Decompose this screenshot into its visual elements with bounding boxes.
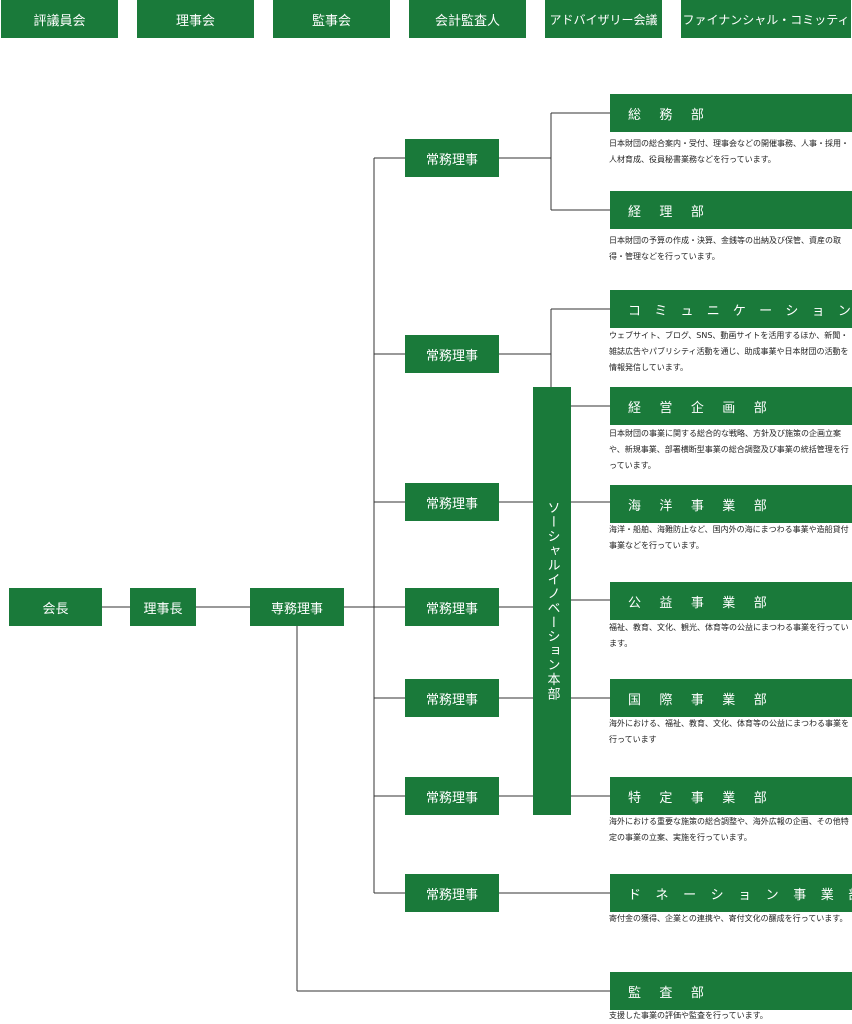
dept-corporate-planning-desc: 日本財団の事業に関する総合的な戦略、方針及び施策の企画立案や、新規事業、部署横断… bbox=[609, 429, 849, 470]
dept-audit: 監 査 部 bbox=[610, 972, 852, 1010]
managing-director-box: 常務理事 bbox=[405, 139, 499, 177]
committee-hyogiinkai: 評議員会 bbox=[1, 0, 118, 38]
dept-accounting: 経 理 部 bbox=[610, 191, 852, 229]
dept-accounting-desc: 日本財団の予算の作成・決算、金銭等の出納及び保管、資産の取得・管理などを行ってい… bbox=[609, 236, 841, 261]
committee-kanjikai: 監事会 bbox=[273, 0, 390, 38]
dept-communication: コ ミ ュ ニ ケ ー シ ョ ン 部 bbox=[610, 290, 852, 328]
social-innovation-hq-box: ソーシャルイノベーション本部 bbox=[533, 387, 571, 815]
dept-maritime-desc: 海洋・船舶、海難防止など、国内外の海にまつわる事業や造船貸付事業などを行っていま… bbox=[609, 525, 849, 550]
dept-special-projects: 特 定 事 業 部 bbox=[610, 777, 852, 815]
dept-public-interest: 公 益 事 業 部 bbox=[610, 582, 852, 620]
dept-donation: ド ネ ー シ ョ ン 事 業 部 bbox=[610, 874, 852, 912]
dept-special-projects-desc: 海外における重要な施策の総合調整や、海外広報の企画、その他特定の事業の立案、実施… bbox=[609, 817, 849, 842]
committee-rijikai: 理事会 bbox=[137, 0, 254, 38]
chairman-box: 会長 bbox=[9, 588, 102, 626]
committee-advisory: アドバイザリー会議 bbox=[545, 0, 662, 38]
dept-donation-desc: 寄付金の獲得、企業との連携や、寄付文化の醸成を行っています。 bbox=[609, 914, 848, 923]
managing-director-box: 常務理事 bbox=[405, 679, 499, 717]
managing-director-box: 常務理事 bbox=[405, 588, 499, 626]
dept-international: 国 際 事 業 部 bbox=[610, 679, 852, 717]
managing-director-box: 常務理事 bbox=[405, 483, 499, 521]
dept-corporate-planning: 経 営 企 画 部 bbox=[610, 387, 852, 425]
managing-director-box: 常務理事 bbox=[405, 874, 499, 912]
dept-audit-desc: 支援した事業の評価や監査を行っています。 bbox=[609, 1011, 768, 1020]
president-box: 理事長 bbox=[130, 588, 196, 626]
managing-director-box: 常務理事 bbox=[405, 777, 499, 815]
committee-auditor: 会計監査人 bbox=[409, 0, 526, 38]
dept-general-affairs-desc: 日本財団の総合案内・受付、理事会などの開催事務、人事・採用・人材育成、役員秘書業… bbox=[609, 139, 849, 164]
dept-public-interest-desc: 福祉、教育、文化、観光、体育等の公益にまつわる事業を行っています。 bbox=[609, 623, 849, 648]
managing-director-box: 常務理事 bbox=[405, 335, 499, 373]
committee-financial: ファイナンシャル・コミッティ bbox=[681, 0, 851, 38]
executive-director-box: 専務理事 bbox=[250, 588, 344, 626]
social-innovation-hq-label: ソーシャルイノベーション本部 bbox=[544, 500, 560, 702]
dept-general-affairs: 総 務 部 bbox=[610, 94, 852, 132]
dept-international-desc: 海外における、福祉、教育、文化、体育等の公益にまつわる事業を行っています bbox=[609, 719, 849, 744]
dept-communication-desc: ウェブサイト、ブログ、SNS、動画サイトを活用するほか、新聞・雑誌広告やパブリシ… bbox=[609, 331, 849, 372]
dept-maritime: 海 洋 事 業 部 bbox=[610, 485, 852, 523]
